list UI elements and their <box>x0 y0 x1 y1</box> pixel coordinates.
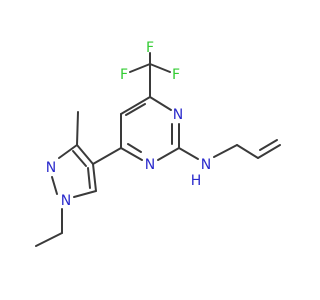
bond-n1-c5 <box>73 190 97 198</box>
bond-c5-c4-double <box>87 167 91 189</box>
bond-c4-c5-double <box>125 103 146 116</box>
atom-fluorine-top: F <box>146 40 154 56</box>
atom-labels: F F F N N N H N N <box>46 40 211 209</box>
atom-nitrogen-amine: N <box>201 157 211 173</box>
bond-n2-n1 <box>51 176 58 195</box>
atom-nitrogen-pyrazole-1: N <box>61 193 71 209</box>
bond-c-f-left <box>129 63 151 73</box>
bond-c4-c3-double <box>72 150 87 167</box>
bonds <box>35 52 281 247</box>
bond-nh-ch2 <box>213 144 238 158</box>
atom-fluorine-left: F <box>120 67 128 83</box>
bond-c4-c3 <box>76 144 94 165</box>
atom-nitrogen-pyrimidine-bottom: N <box>145 157 155 173</box>
bond-ch2-ch <box>236 144 259 159</box>
bond-c4-c5 <box>120 96 151 115</box>
molecule-structure: F F F N N N H N N <box>35 40 281 247</box>
atom-nitrogen-pyrimidine-top: N <box>173 107 183 123</box>
bond-n3-c4 <box>149 96 172 111</box>
bond-c6-n1 <box>120 147 143 161</box>
atom-hydrogen-amine: H <box>191 173 202 189</box>
bond-methyl <box>76 111 79 146</box>
bond-c2-nh <box>178 147 199 160</box>
bond-ethyl-ch3 <box>35 232 63 247</box>
bond-c3-n2 <box>58 144 78 159</box>
bond-ring-link <box>92 147 122 165</box>
bond-c5-c4 <box>92 163 97 192</box>
bond-n1-c2 <box>157 147 180 161</box>
atom-fluorine-right: F <box>172 67 180 83</box>
atom-nitrogen-pyrazole-2: N <box>46 160 56 176</box>
bond-ch-ch2-double <box>259 139 278 151</box>
bond-ch-ch2 <box>257 144 281 159</box>
bond-c6-n1-double <box>127 143 142 153</box>
bond-c-f-right <box>149 63 171 73</box>
